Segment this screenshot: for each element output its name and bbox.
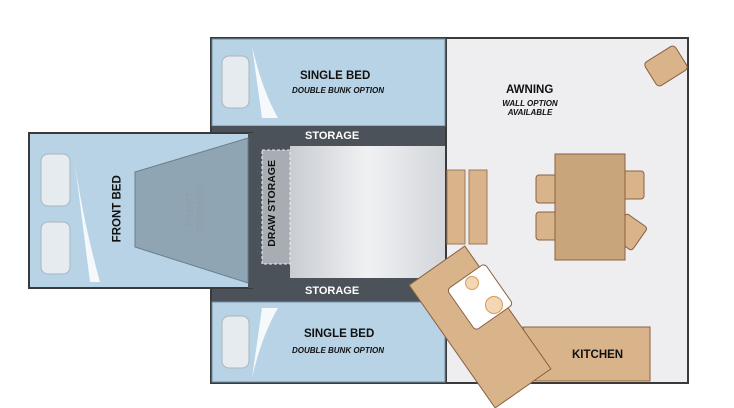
front-storage xyxy=(134,137,249,284)
storage-top xyxy=(212,126,445,146)
pillow-front-2 xyxy=(40,221,71,275)
sheet-fold-top xyxy=(252,46,278,118)
dining-table xyxy=(554,153,626,261)
bench-left xyxy=(446,169,466,245)
awning-label: AWNING xyxy=(506,84,554,96)
single-bed-top xyxy=(211,38,446,127)
front-bed-edge xyxy=(248,133,254,288)
central-floor xyxy=(290,146,445,278)
kitchen-label: KITCHEN xyxy=(572,349,624,361)
front-storage-line1: FRONT xyxy=(185,191,196,227)
pillow-top xyxy=(221,55,250,109)
front-storage-line2: STORAGE xyxy=(196,184,207,234)
storage-bottom-label: STORAGE xyxy=(305,285,360,297)
burner-2 xyxy=(485,296,503,314)
front-storage-label: FRONT STORAGE xyxy=(185,179,207,239)
single-bed-bottom xyxy=(211,301,446,383)
burner-1 xyxy=(465,276,479,290)
sheet-fold-bottom xyxy=(252,308,278,378)
pillow-bottom xyxy=(221,315,250,369)
bench-right xyxy=(468,169,488,245)
pillow-front-1 xyxy=(40,153,71,207)
wall-option-line1: WALL OPTION xyxy=(502,99,558,108)
draw-storage-label: DRAW STORAGE xyxy=(266,160,279,247)
double-bunk-top-label: DOUBLE BUNK OPTION xyxy=(292,86,384,95)
single-bed-top-label: SINGLE BED xyxy=(300,70,371,82)
storage-top-label: STORAGE xyxy=(305,130,360,142)
wall-option-label: WALL OPTION AVAILABLE xyxy=(500,99,560,118)
double-bunk-bottom-label: DOUBLE BUNK OPTION xyxy=(292,346,384,355)
lounge-chair xyxy=(644,45,688,87)
wall-option-line2: AVAILABLE xyxy=(507,107,553,117)
front-bed-label: FRONT BED xyxy=(111,175,124,243)
draw-storage xyxy=(261,149,291,265)
single-bed-bottom-label: SINGLE BED xyxy=(304,328,375,340)
